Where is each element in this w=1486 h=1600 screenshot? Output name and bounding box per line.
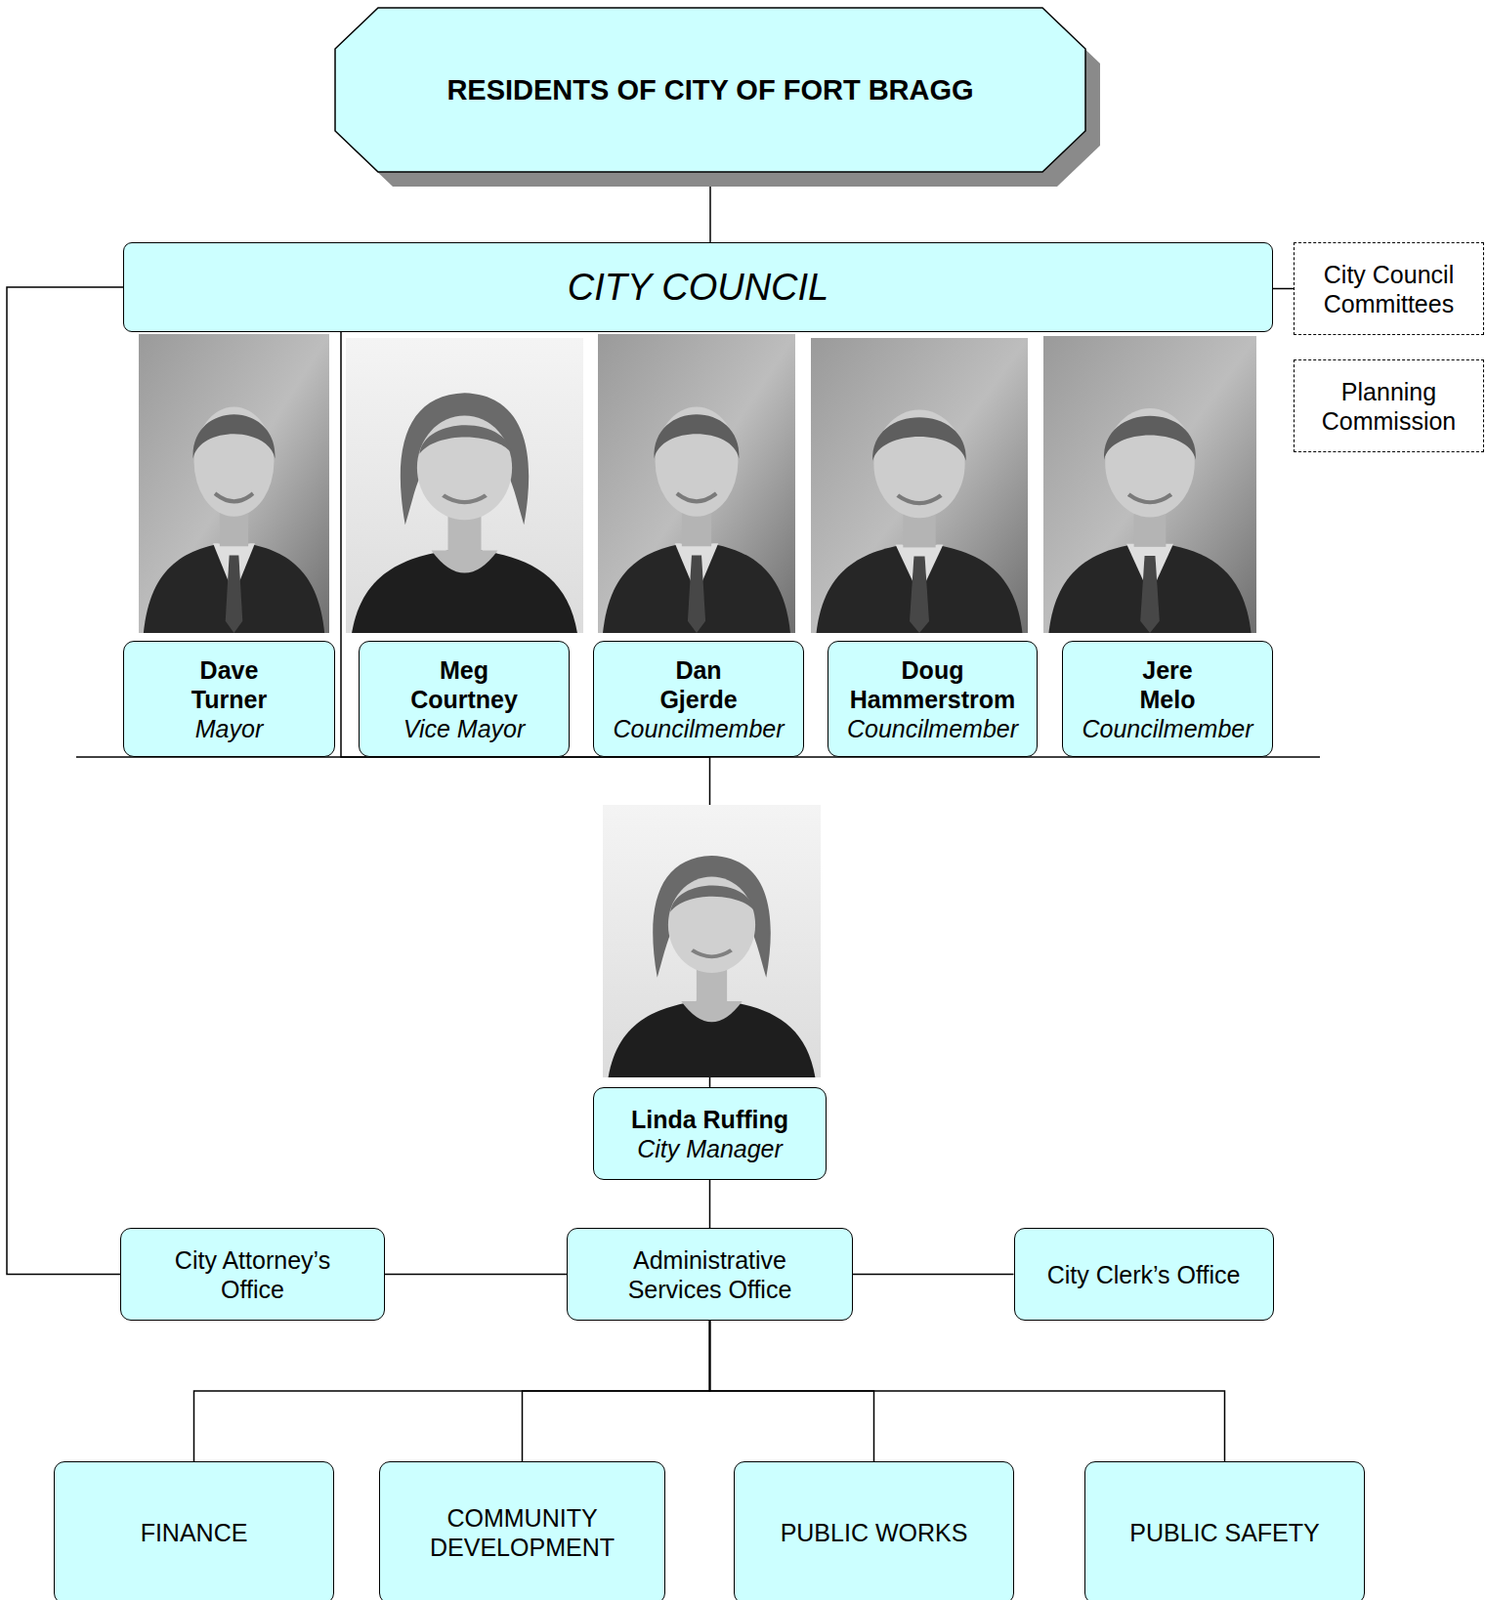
member-box: Jere MeloCouncilmember	[1061, 640, 1274, 758]
role-label: Vice Mayor	[403, 714, 526, 744]
office-box: City Clerk’s Office	[1014, 1228, 1274, 1321]
portrait-photo	[810, 338, 1028, 634]
box-label: Linda Ruffing	[631, 1104, 789, 1135]
role-label: Mayor	[195, 714, 263, 744]
org-connector	[522, 1320, 711, 1462]
portrait-photo	[345, 338, 584, 634]
octagon-shape	[335, 7, 1086, 172]
box-label: PUBLIC SAFETY	[1129, 1518, 1320, 1548]
portrait-photo	[602, 805, 821, 1078]
box-label: City Attorney’s Office	[150, 1245, 355, 1305]
box-label: RESIDENTS OF CITY OF FORT BRAGG	[446, 74, 974, 107]
box-label: COMMUNITY DEVELOPMENT	[393, 1503, 651, 1563]
box-label: Doug Hammerstrom	[849, 655, 1017, 715]
department-box: PUBLIC SAFETY	[1084, 1461, 1365, 1600]
member-box: Doug HammerstromCouncilmember	[827, 640, 1038, 758]
box-label: Meg Courtney	[410, 655, 518, 715]
member-box: Meg CourtneyVice Mayor	[358, 640, 570, 758]
box-label: CITY COUNCIL	[567, 266, 829, 309]
office-box: City Attorney’s Office	[120, 1228, 385, 1321]
role-label: Councilmember	[1081, 714, 1253, 744]
portrait-photo	[1043, 336, 1257, 634]
org-connector	[1273, 288, 1294, 291]
manager-box: Linda RuffingCity Manager	[593, 1087, 827, 1181]
box-label: City Council Committees	[1302, 259, 1476, 319]
department-box: COMMUNITY DEVELOPMENT	[379, 1461, 666, 1600]
box-label: Dan Gjerde	[659, 655, 737, 715]
box-label: Dave Turner	[191, 655, 267, 715]
org-connector	[709, 1180, 712, 1229]
box-label: Planning Commission	[1302, 377, 1476, 436]
box-label: City Clerk’s Office	[1047, 1260, 1241, 1290]
org-connector	[194, 1320, 711, 1462]
box-label: Administrative Services Office	[596, 1245, 823, 1305]
org-connector	[6, 287, 124, 1275]
portrait-photo	[597, 334, 796, 634]
org-connector	[710, 1320, 1226, 1462]
box-label: Jere Melo	[1140, 655, 1196, 715]
member-box: Dave TurnerMayor	[123, 640, 336, 758]
portrait-photo	[138, 334, 330, 634]
role-label: Councilmember	[847, 714, 1019, 744]
member-box: Dan GjerdeCouncilmember	[593, 640, 805, 758]
residents-octagon: RESIDENTS OF CITY OF FORT BRAGG	[335, 7, 1086, 172]
role-label: Councilmember	[612, 714, 784, 744]
dashed-box: Planning Commission	[1293, 359, 1485, 453]
box-label: FINANCE	[140, 1518, 249, 1548]
department-box: PUBLIC WORKS	[733, 1461, 1015, 1600]
org-connector	[384, 1273, 567, 1276]
box-label: PUBLIC WORKS	[780, 1518, 969, 1548]
office-box: Administrative Services Office	[566, 1228, 853, 1321]
org-connector	[852, 1273, 1015, 1276]
role-label: City Manager	[636, 1134, 783, 1164]
dashed-box: City Council Committees	[1293, 242, 1485, 336]
council-band: CITY COUNCIL	[123, 242, 1274, 333]
department-box: FINANCE	[53, 1461, 335, 1600]
